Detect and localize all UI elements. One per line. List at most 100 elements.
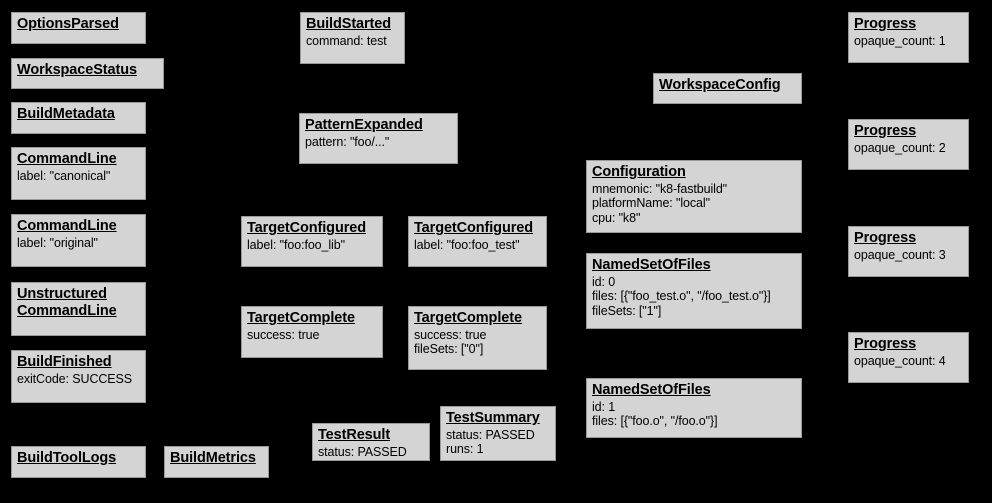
node-title-line: TargetConfigured [247, 220, 366, 236]
node-title-line: NamedSetOfFiles [592, 382, 711, 398]
node-title: TargetComplete [247, 310, 377, 327]
node-title-line: Progress [854, 123, 917, 139]
node-field: platformName: "local" [592, 196, 710, 211]
node-title-line: WorkspaceConfig [659, 77, 781, 93]
node-title: OptionsParsed [17, 16, 140, 33]
node-title: Progress [854, 123, 963, 140]
node-field: opaque_count: 2 [854, 140, 946, 155]
node-field: label: "canonical" [17, 168, 111, 183]
node-title: BuildStarted [306, 16, 399, 33]
event-node-build-tool-logs[interactable]: BuildToolLogs [11, 446, 146, 478]
node-title-line: BuildMetrics [170, 450, 256, 466]
node-title-line: WorkspaceStatus [17, 62, 137, 78]
node-field: fileSets: ["1"] [592, 303, 662, 318]
node-field: id: 0 [592, 274, 616, 289]
node-field: files: [{"foo.o", "/foo.o"}] [592, 414, 718, 429]
event-node-build-metrics[interactable]: BuildMetrics [164, 446, 269, 478]
node-title: NamedSetOfFiles [592, 382, 796, 399]
node-fields: label: "foo:foo_lib" [247, 238, 377, 253]
node-title-line: Progress [854, 336, 917, 352]
node-fields: pattern: "foo/..." [305, 135, 452, 150]
node-title-line: Progress [854, 16, 917, 32]
node-title-line: Unstructured [17, 286, 107, 302]
node-title-line: PatternExpanded [305, 117, 423, 133]
event-node-workspace-status[interactable]: WorkspaceStatus [11, 58, 164, 89]
node-title-line: BuildToolLogs [17, 450, 117, 466]
node-fields: opaque_count: 1 [854, 34, 963, 49]
node-field: success: true [414, 327, 487, 342]
node-fields: opaque_count: 3 [854, 248, 963, 263]
node-field: files: [{"foo_test.o", "/foo_test.o"}] [592, 289, 771, 304]
node-title: TargetComplete [414, 310, 541, 327]
node-field: label: "foo:foo_lib" [247, 237, 345, 252]
node-title-line: TestResult [318, 427, 391, 443]
node-title: CommandLine [17, 151, 140, 168]
node-fields: opaque_count: 2 [854, 141, 963, 156]
node-title-line: TargetComplete [414, 310, 522, 326]
node-title-line: Progress [854, 230, 917, 246]
node-title-line: BuildStarted [306, 16, 392, 32]
node-title: TargetConfigured [247, 220, 377, 237]
node-fields: label: "original" [17, 236, 140, 251]
node-fields: exitCode: SUCCESS [17, 372, 140, 387]
node-title: WorkspaceStatus [17, 62, 158, 79]
node-title: BuildMetadata [17, 106, 140, 123]
node-fields: opaque_count: 4 [854, 354, 963, 369]
node-fields: mnemonic: "k8-fastbuild"platformName: "l… [592, 182, 796, 226]
node-fields: status: PASSED [318, 445, 424, 460]
node-fields: success: true [247, 328, 377, 343]
node-title-line: BuildMetadata [17, 106, 115, 122]
node-title: Progress [854, 230, 963, 247]
node-title: BuildToolLogs [17, 450, 140, 467]
event-node-progress-4[interactable]: Progress opaque_count: 4 [848, 332, 969, 383]
node-title: TestResult [318, 427, 424, 444]
node-fields: command: test [306, 34, 399, 49]
node-field: fileSets: ["0"] [414, 342, 484, 357]
node-field: status: PASSED [446, 427, 535, 442]
node-title-line: CommandLine [17, 302, 117, 319]
event-node-progress-1[interactable]: Progress opaque_count: 1 [848, 12, 969, 63]
node-fields: label: "foo:foo_test" [414, 238, 541, 253]
node-field: command: test [306, 33, 387, 48]
node-title: Progress [854, 336, 963, 353]
node-title-line: OptionsParsed [17, 16, 119, 32]
node-field: status: PASSED [318, 444, 407, 459]
node-title: NamedSetOfFiles [592, 257, 796, 274]
node-field: mnemonic: "k8-fastbuild" [592, 181, 728, 196]
node-title: BuildMetrics [170, 450, 263, 467]
node-title: TargetConfigured [414, 220, 541, 237]
node-title-line: CommandLine [17, 151, 117, 167]
event-node-workspace-config[interactable]: WorkspaceConfig [653, 73, 802, 104]
node-title: Configuration [592, 164, 796, 181]
event-node-progress-3[interactable]: Progress opaque_count: 3 [848, 226, 969, 277]
node-field: id: 1 [592, 399, 616, 414]
node-title: WorkspaceConfig [659, 77, 796, 94]
node-field: success: true [247, 327, 320, 342]
node-field: pattern: "foo/..." [305, 134, 390, 149]
node-field: label: "foo:foo_test" [414, 237, 520, 252]
node-title: Progress [854, 16, 963, 33]
node-field: exitCode: SUCCESS [17, 371, 133, 386]
event-node-build-metadata[interactable]: BuildMetadata [11, 102, 146, 134]
event-node-options-parsed[interactable]: OptionsParsed [11, 12, 146, 44]
